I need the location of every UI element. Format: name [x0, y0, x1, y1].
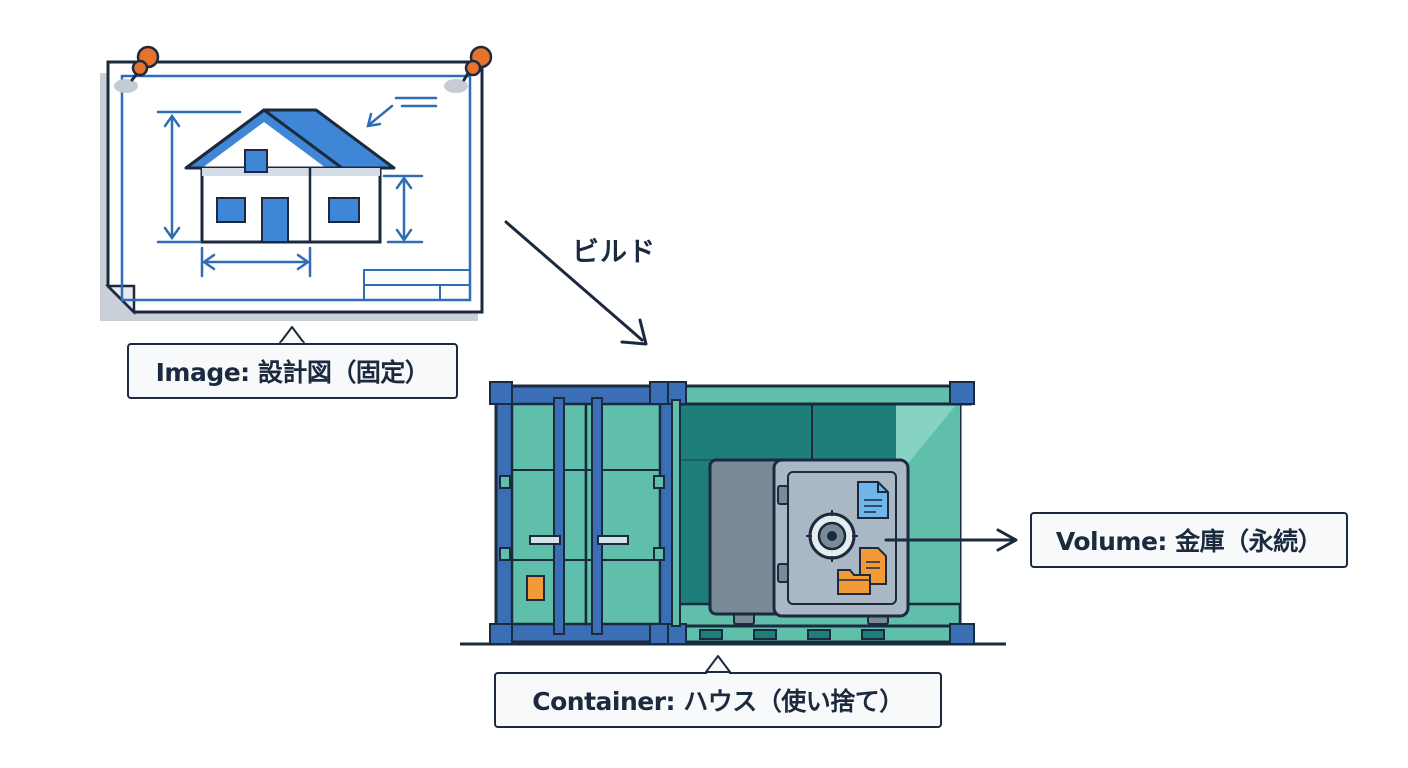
door-lock-bars: [529, 397, 629, 635]
floor-slots: [699, 629, 885, 640]
document-icon: [857, 481, 889, 519]
build-arrow-icon: [504, 220, 648, 346]
volume-arrow-icon: [884, 528, 1018, 552]
door-hinges: [499, 475, 665, 561]
build-label: ビルド: [572, 237, 656, 268]
container-callout-pointer: [705, 655, 731, 673]
corner-castings: [489, 381, 975, 645]
folder-icon: [837, 547, 887, 595]
container-label: Container: ハウス（使い捨て）: [494, 672, 942, 728]
blueprint: [100, 45, 493, 321]
title-block: [363, 269, 471, 301]
pushpin-icon: [130, 45, 160, 82]
pointer-seam: [707, 673, 729, 677]
pushpin-icon: [462, 45, 493, 82]
volume-label: Volume: 金庫（永続）: [1030, 512, 1348, 568]
image-label: Image: 設計図（固定）: [127, 343, 458, 399]
house-blueprint-icon: [184, 108, 396, 244]
image-callout-pointer: [279, 326, 305, 344]
container-sticker: [526, 575, 545, 601]
container-door-left: [510, 402, 588, 626]
safe-icon: [708, 458, 910, 625]
dimension-lines: [156, 96, 438, 278]
